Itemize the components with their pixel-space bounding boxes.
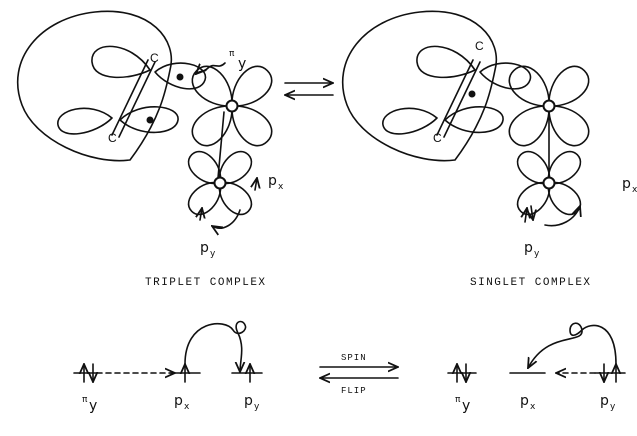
triplet-level-py-p: p bbox=[244, 393, 253, 409]
triplet-level-px-sub: x bbox=[184, 402, 190, 412]
singlet-levels: π y p x p y bbox=[447, 322, 626, 414]
singlet-electron-dot bbox=[468, 90, 476, 98]
triplet-spin-up-px bbox=[255, 178, 257, 191]
singlet-py-p: p bbox=[524, 240, 533, 256]
triplet-level-pi-sym: π bbox=[82, 395, 88, 405]
triplet-pi-sub: y bbox=[238, 56, 246, 72]
singlet-px-sub: x bbox=[632, 185, 637, 195]
singlet-py-sub: y bbox=[534, 249, 540, 259]
singlet-loop-arrow bbox=[528, 322, 617, 368]
triplet-metal-bond bbox=[217, 111, 225, 179]
triplet-transfer-arrow bbox=[212, 209, 241, 228]
triplet-pi-lobe-4 bbox=[119, 106, 179, 134]
singlet-px-p: p bbox=[622, 176, 631, 192]
spin-label: SPIN bbox=[341, 353, 367, 363]
triplet-pi-lobe-1 bbox=[91, 45, 151, 79]
triplet-electron-dot-1 bbox=[176, 73, 184, 81]
triplet-level-py-sub: y bbox=[254, 402, 260, 412]
singlet-metal-lower bbox=[511, 145, 587, 221]
singlet-transfer-arrow bbox=[544, 206, 580, 227]
equilibrium-arrows bbox=[285, 83, 333, 95]
triplet-carbon-top: C bbox=[150, 51, 159, 65]
triplet-py-sub: y bbox=[210, 249, 216, 259]
triplet-cc-bond-b bbox=[118, 61, 156, 138]
spin-flip: SPIN FLIP bbox=[320, 353, 398, 396]
triplet-pi-squiggle-arrow bbox=[196, 62, 226, 74]
singlet-complex-label: SINGLET COMPLEX bbox=[470, 277, 592, 289]
singlet-spin-up bbox=[525, 208, 527, 223]
singlet-level-px-sub: x bbox=[530, 402, 536, 412]
flip-label: FLIP bbox=[341, 386, 367, 396]
triplet-loop-arrow bbox=[184, 320, 247, 372]
singlet-pi-lobe-2 bbox=[479, 62, 532, 90]
triplet-px-p: p bbox=[268, 173, 277, 189]
singlet-level-pi-sub: y bbox=[462, 398, 470, 414]
singlet-pi-lobe-1 bbox=[416, 45, 476, 79]
triplet-level-px-p: p bbox=[174, 393, 183, 409]
triplet-cc-bond-a bbox=[111, 59, 149, 136]
triplet-metal-upper bbox=[185, 59, 279, 153]
singlet-level-py-p: p bbox=[600, 393, 609, 409]
singlet-spin-down bbox=[531, 205, 533, 220]
triplet-py-p: p bbox=[200, 240, 209, 256]
singlet-carbon-bottom: C bbox=[433, 131, 442, 145]
triplet-pi-lobe-3 bbox=[57, 107, 113, 135]
triplet-px-sub: x bbox=[278, 182, 284, 192]
triplet-level-pi-sub: y bbox=[89, 398, 97, 414]
singlet-cc-bond-a bbox=[436, 59, 474, 136]
triplet-complex: C C π y bbox=[16, 10, 284, 289]
singlet-complex: C C p x p y SINGLET COMPLEX bbox=[341, 10, 637, 289]
singlet-pi-lobe-4 bbox=[444, 106, 504, 134]
singlet-level-pi-sym: π bbox=[455, 395, 461, 405]
triplet-complex-label: TRIPLET COMPLEX bbox=[145, 277, 267, 289]
singlet-level-px-p: p bbox=[520, 393, 529, 409]
triplet-ligand-loop bbox=[16, 10, 173, 162]
triplet-electron-dot-2 bbox=[146, 116, 154, 124]
singlet-cc-bond-b bbox=[443, 61, 481, 138]
triplet-pi-lobe-2 bbox=[154, 62, 207, 90]
triplet-carbon-bottom: C bbox=[108, 131, 117, 145]
singlet-level-py-sub: y bbox=[610, 402, 616, 412]
singlet-carbon-top: C bbox=[475, 39, 484, 53]
triplet-spin-up-py bbox=[200, 208, 202, 221]
triplet-pi-sym: π bbox=[229, 49, 235, 59]
triplet-levels: π y p x p y bbox=[73, 320, 263, 414]
singlet-pi-lobe-3 bbox=[382, 107, 438, 135]
triplet-metal-lower bbox=[182, 145, 258, 221]
singlet-ligand-loop bbox=[341, 10, 498, 162]
